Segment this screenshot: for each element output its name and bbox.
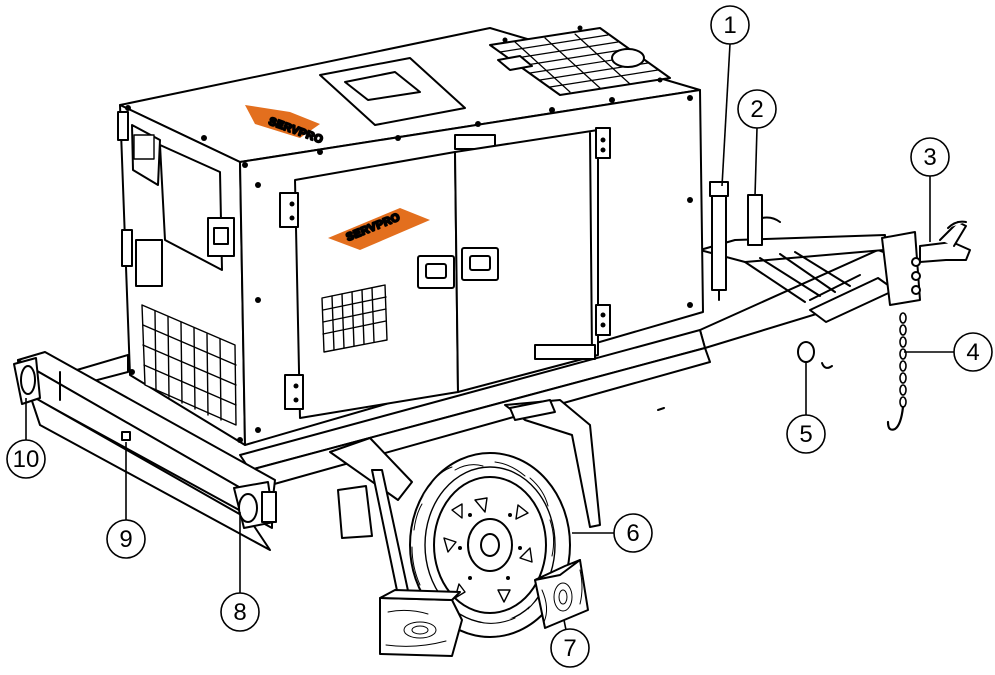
callout-3: 3 xyxy=(911,138,949,176)
svg-text:9: 9 xyxy=(119,526,132,553)
callout-10: 10 xyxy=(7,440,45,478)
hitch-coupler xyxy=(882,222,970,305)
svg-text:7: 7 xyxy=(563,635,576,662)
svg-text:8: 8 xyxy=(233,599,246,626)
svg-text:3: 3 xyxy=(923,144,936,171)
ground-rod xyxy=(748,195,780,245)
jack-stand xyxy=(710,182,728,300)
svg-text:2: 2 xyxy=(750,96,763,123)
svg-text:5: 5 xyxy=(799,421,812,448)
safety-chain xyxy=(888,313,906,430)
svg-text:6: 6 xyxy=(626,520,639,547)
callout-6: 6 xyxy=(614,514,652,552)
svg-text:10: 10 xyxy=(13,446,40,473)
callout-1: 1 xyxy=(711,6,749,44)
license-plate-light xyxy=(122,432,130,440)
tail-light-left xyxy=(14,358,40,404)
callout-7: 7 xyxy=(551,629,589,667)
callout-9: 9 xyxy=(107,520,145,558)
frame-port xyxy=(798,342,814,362)
svg-text:1: 1 xyxy=(723,12,736,39)
callout-4: 4 xyxy=(954,333,992,371)
callout-8: 8 xyxy=(221,593,259,631)
wheel-chock-front xyxy=(380,590,462,656)
callout-2: 2 xyxy=(738,90,776,128)
callout-5: 5 xyxy=(787,415,825,453)
svg-text:4: 4 xyxy=(966,339,979,366)
